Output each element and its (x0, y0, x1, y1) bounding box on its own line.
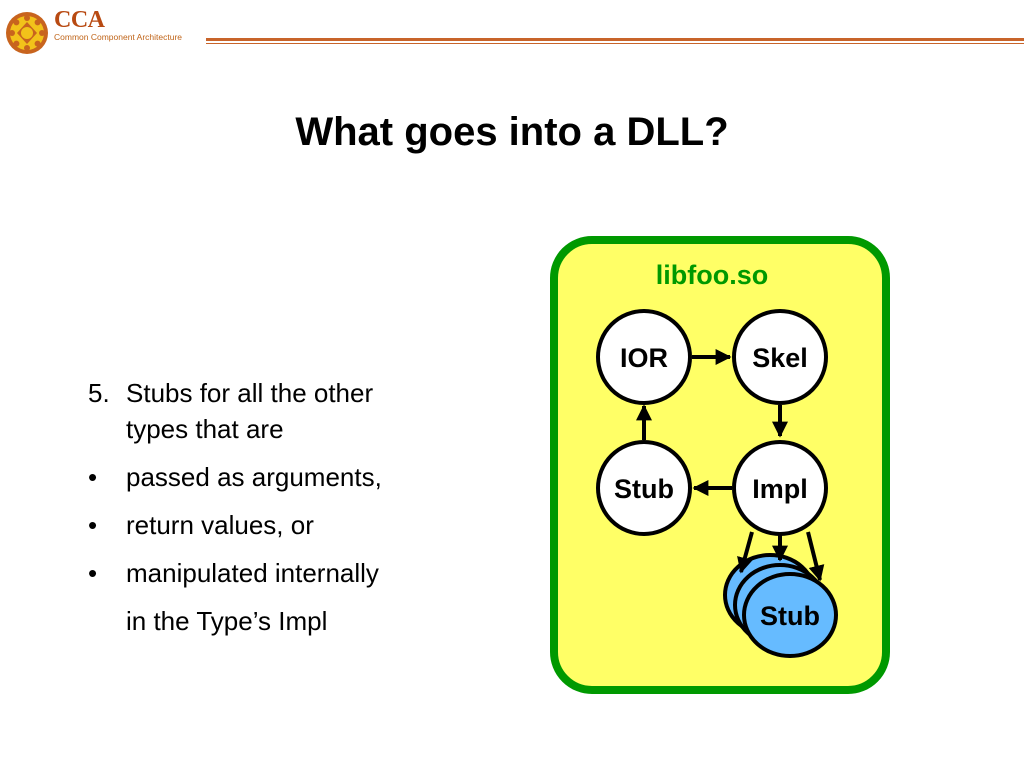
arrow-impl-to-stack-left (737, 531, 754, 574)
body-line-3: • passed as arguments, (88, 462, 488, 492)
list-text: return values, or (126, 510, 314, 540)
logo-subtitle: Common Component Architecture (54, 32, 183, 42)
header-rule-thin (206, 43, 1024, 44)
list-text: passed as arguments, (126, 462, 382, 492)
node-impl: Impl (732, 440, 828, 536)
slide-header: CCA Common Component Architecture (0, 0, 1024, 62)
bullet: • (88, 558, 98, 588)
list-text: Stubs for all the other (126, 378, 374, 408)
arrow-impl-to-stack-right (806, 531, 825, 582)
bullet: • (88, 462, 98, 492)
library-label: libfoo.so (656, 260, 768, 290)
logo-text: CCA (54, 7, 105, 33)
body-line-6: in the Type’s Impl (88, 606, 488, 636)
bullet: • (88, 510, 98, 540)
node-ior-label: IOR (620, 343, 668, 373)
node-impl-label: Impl (752, 474, 808, 504)
list-marker: 5. (88, 378, 110, 408)
stack-stub-label: Stub (760, 601, 820, 631)
node-stub-label: Stub (614, 474, 674, 504)
node-stub: Stub (596, 440, 692, 536)
body-line-4: • return values, or (88, 510, 488, 540)
list-text: manipulated internally (126, 558, 379, 588)
body-text: 5. Stubs for all the other types that ar… (88, 378, 488, 636)
body-line-2: types that are (88, 414, 488, 444)
header-rule (206, 38, 1024, 41)
node-ior: IOR (596, 309, 692, 405)
stack-stub-front (742, 572, 838, 658)
list-text: in the Type’s Impl (126, 606, 328, 636)
stub-stack: Stub (723, 553, 838, 658)
dll-diagram: libfoo.so IOR Skel Stub Impl Stub (550, 236, 890, 694)
slide-title: What goes into a DLL? (295, 110, 729, 154)
node-skel: Skel (732, 309, 828, 405)
body-line-5: • manipulated internally (88, 558, 488, 588)
body-line-1: 5. Stubs for all the other (88, 378, 488, 408)
list-text: types that are (126, 414, 284, 444)
node-skel-label: Skel (752, 343, 808, 373)
cca-emblem-icon (6, 12, 48, 54)
